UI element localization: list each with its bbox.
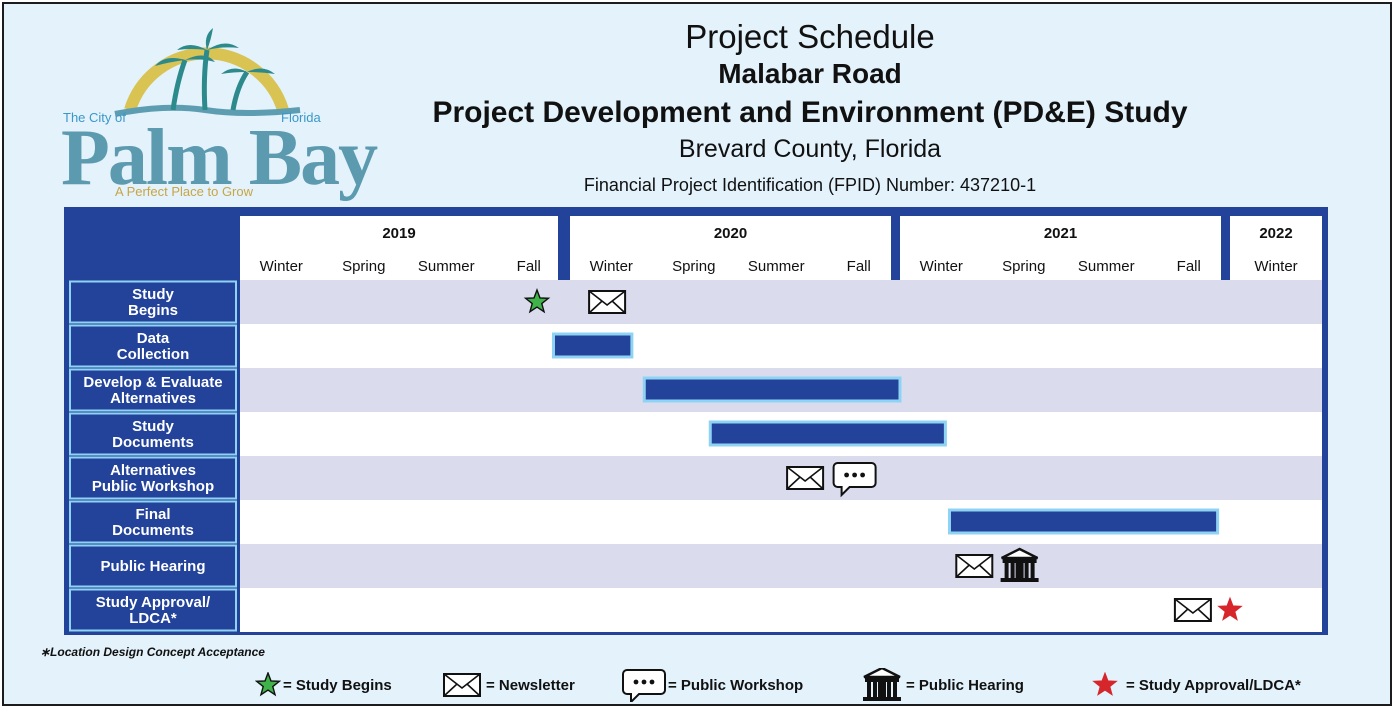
season-label: Winter	[590, 258, 633, 275]
task-label-box	[69, 324, 237, 368]
public-hearing-icon	[860, 668, 904, 702]
season-label: Fall	[1177, 258, 1201, 275]
newsletter-icon	[588, 290, 627, 314]
season-label: Winter	[260, 258, 303, 275]
legend-study-approval: = Study Approval/LDCA*	[1090, 668, 1301, 702]
task-label: Public Workshop	[92, 478, 214, 495]
year-header-2019	[240, 216, 558, 280]
task-bar	[708, 420, 947, 447]
legend-public-workshop: = Public Workshop	[622, 668, 803, 702]
year-label: 2021	[1044, 225, 1077, 242]
year-label: 2022	[1259, 225, 1292, 242]
task-label: Documents	[112, 434, 194, 451]
green-star-icon	[523, 288, 551, 314]
year-header-2020	[570, 216, 891, 280]
season-label: Summer	[748, 258, 805, 275]
legend-study-begins: = Study Begins	[255, 668, 392, 702]
fpid-number: Financial Project Identification (FPID) …	[583, 175, 1037, 195]
task-label: Study	[132, 418, 174, 435]
season-label: Fall	[517, 258, 541, 275]
task-label: Develop & Evaluate	[83, 374, 222, 391]
newsletter-icon	[440, 672, 484, 698]
public-hearing-icon	[1000, 547, 1039, 582]
palm-bay-logo: The City of Florida Palm Bay A Perfect P…	[55, 22, 378, 202]
task-label-box	[69, 456, 237, 500]
task-label: Final	[135, 506, 170, 523]
row-band	[240, 588, 1322, 632]
task-label: Data	[137, 330, 170, 347]
season-label: Summer	[418, 258, 475, 275]
task-bar	[552, 332, 634, 359]
task-label: Study Approval/	[96, 594, 211, 611]
study-name: Project Development and Environment (PD&…	[432, 96, 1188, 129]
year-header-2022	[1230, 216, 1322, 280]
red-star-icon	[1090, 672, 1120, 698]
palm-tree-logo-icon	[114, 28, 301, 117]
row-band	[240, 544, 1322, 588]
task-label: Alternatives	[110, 390, 196, 407]
page-title: Project Schedule	[685, 18, 935, 55]
logo-city-of: The City of	[63, 110, 126, 125]
season-label: Spring	[672, 258, 715, 275]
year-header-2021	[900, 216, 1221, 280]
legend-public-workshop-label: = Public Workshop	[668, 676, 804, 694]
season-label: Summer	[1078, 258, 1135, 275]
county-name: Brevard County, Florida	[678, 135, 942, 163]
logo-tagline: A Perfect Place to Grow	[115, 184, 254, 199]
task-label-box	[69, 544, 237, 588]
task-label-box	[69, 280, 237, 324]
season-label: Fall	[847, 258, 871, 275]
task-label: Collection	[117, 346, 190, 363]
task-label-box	[69, 412, 237, 456]
task-label: LDCA*	[129, 610, 177, 627]
row-band	[240, 456, 1322, 500]
year-label: 2019	[382, 225, 415, 242]
season-label: Winter	[920, 258, 963, 275]
legend-public-hearing-label: = Public Hearing	[906, 676, 1024, 694]
task-label-box	[69, 588, 237, 632]
legend-newsletter-label: = Newsletter	[486, 676, 575, 694]
legend-public-hearing: = Public Hearing	[860, 668, 1024, 702]
row-band	[240, 280, 1322, 324]
season-label: Spring	[342, 258, 385, 275]
task-label: Documents	[112, 522, 194, 539]
logo-wordmark: Palm Bay	[61, 114, 378, 202]
task-bar	[948, 508, 1220, 535]
logo-florida: Florida	[281, 110, 321, 125]
season-label: Winter	[1254, 258, 1297, 275]
newsletter-icon	[786, 466, 825, 490]
season-label: Spring	[1002, 258, 1045, 275]
public-workshop-icon	[622, 668, 666, 702]
legend-study-approval-label: = Study Approval/LDCA*	[1126, 676, 1301, 694]
green-star-icon	[255, 672, 281, 698]
task-label: Begins	[128, 302, 178, 319]
task-label-box	[69, 368, 237, 412]
year-label: 2020	[714, 225, 747, 242]
project-name: Malabar Road	[718, 58, 902, 89]
newsletter-icon	[1173, 598, 1212, 622]
legend-study-begins-label: = Study Begins	[283, 676, 392, 694]
task-label: Public Hearing	[100, 558, 205, 575]
legend-newsletter: = Newsletter	[440, 668, 575, 702]
row-band	[240, 324, 1322, 368]
task-label: Alternatives	[110, 462, 196, 479]
legend-footnote: ∗Location Design Concept Acceptance	[40, 645, 265, 659]
task-label-box	[69, 500, 237, 544]
public-workshop-icon	[832, 462, 877, 498]
red-star-icon	[1217, 596, 1243, 621]
task-label: Study	[132, 286, 174, 303]
newsletter-icon	[955, 554, 994, 578]
task-bar	[642, 376, 902, 403]
